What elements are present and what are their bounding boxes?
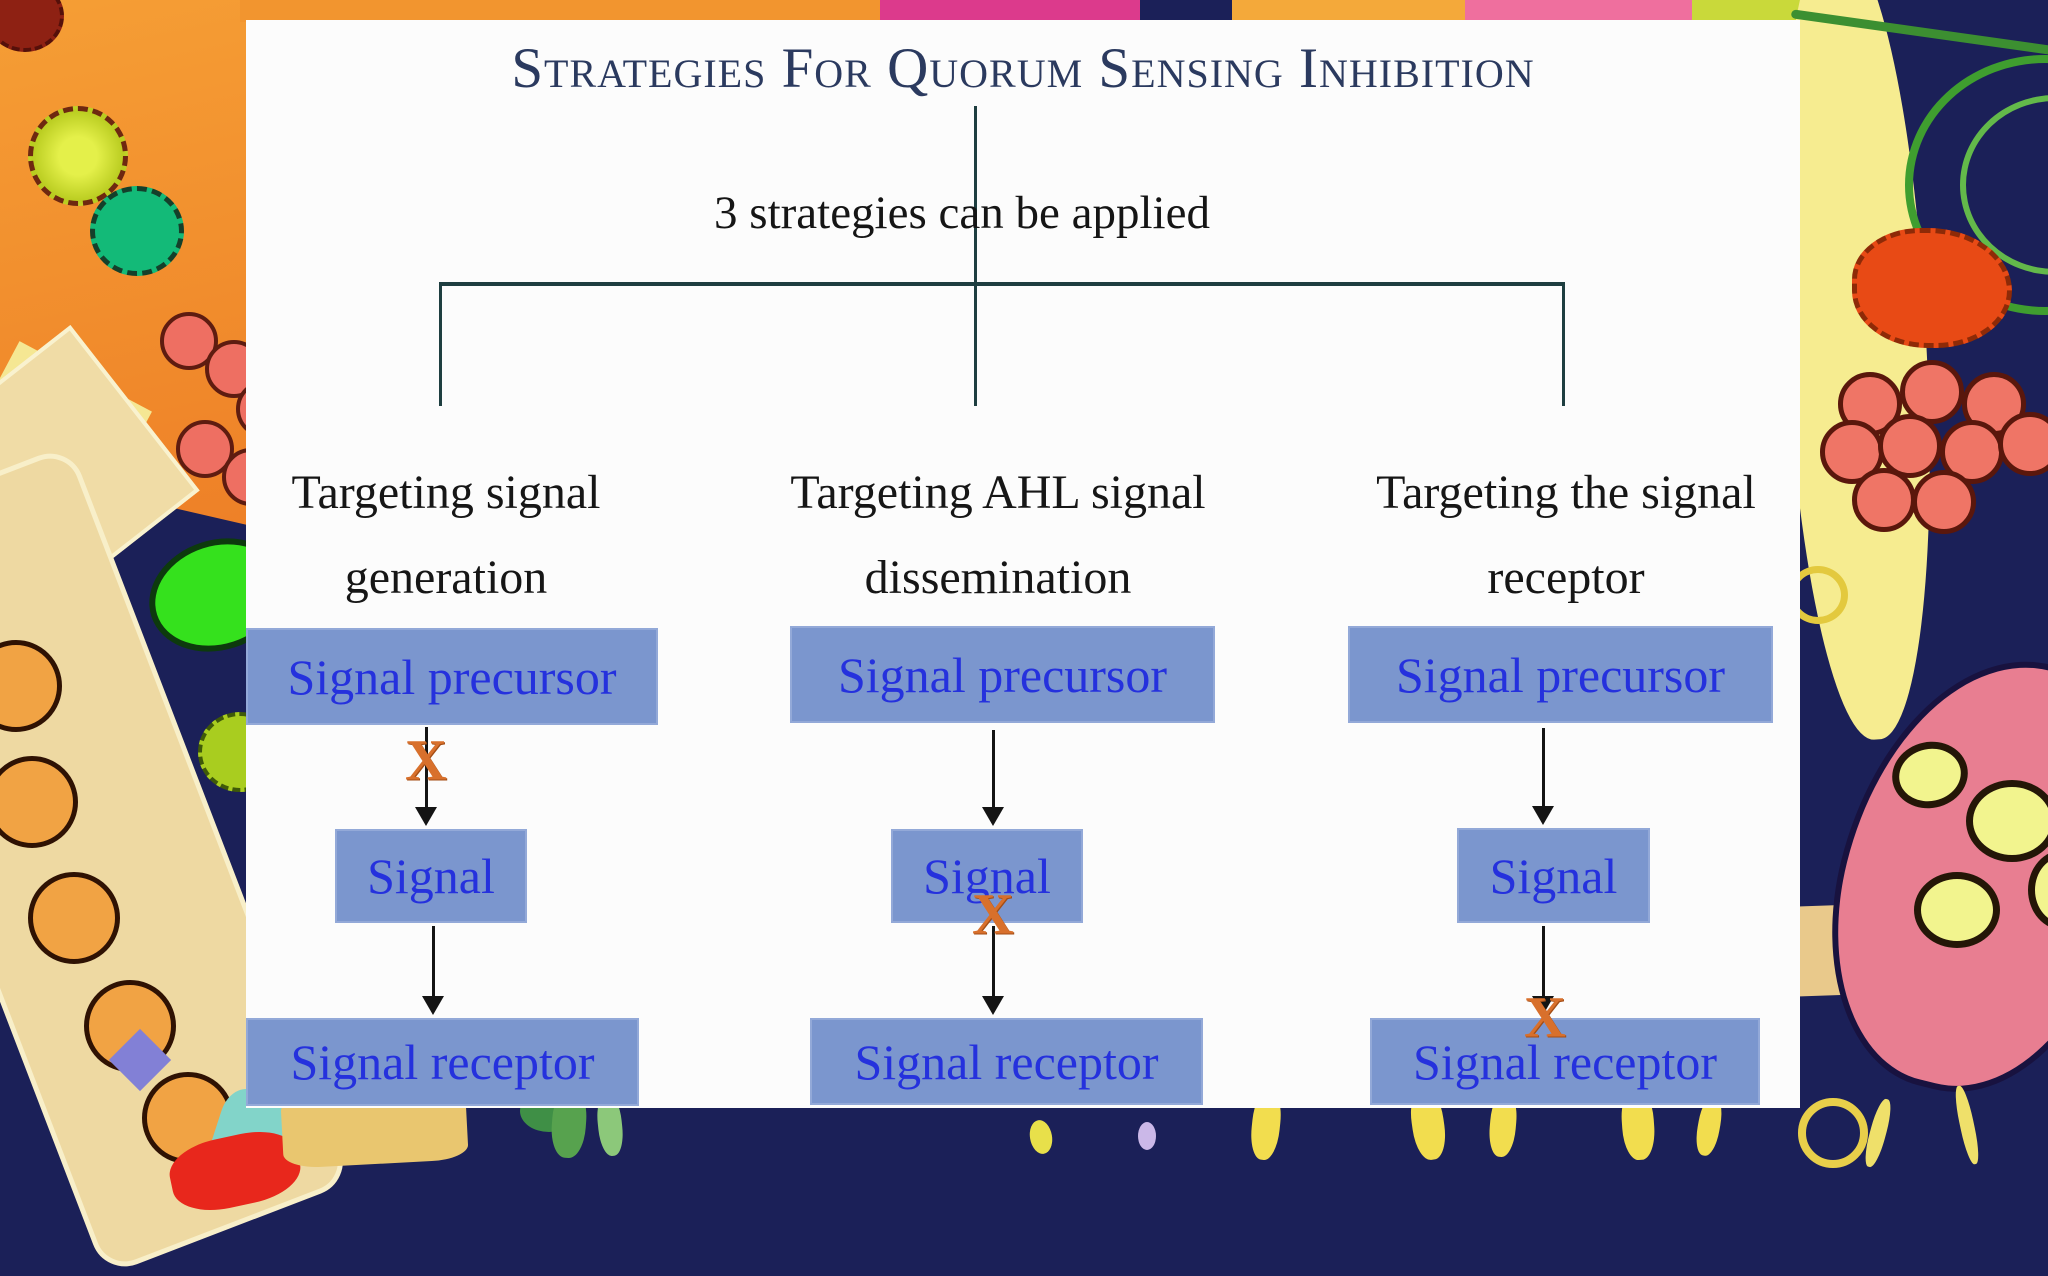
signal-precursor-box-3: Signal precursor	[1348, 626, 1773, 723]
strategy-heading-2: Targeting AHL signal dissemination	[753, 450, 1243, 620]
tree-right-drop-line	[1562, 282, 1565, 406]
down-arrow	[1530, 926, 1556, 1015]
orangered-fuzzy-microbe	[1852, 228, 2012, 348]
inhibition-x-marker-3: X	[1524, 984, 1566, 1050]
heading-line: Targeting the signal	[1376, 466, 1756, 519]
coccus-cluster	[1998, 412, 2048, 476]
down-arrow	[1530, 728, 1556, 825]
tree-stem-line	[974, 106, 977, 406]
tree-left-drop-line	[439, 282, 442, 406]
signal-receptor-box-1: Signal receptor	[246, 1018, 639, 1106]
top-band-magenta	[880, 0, 1140, 22]
orange-coccus-chain	[28, 872, 120, 964]
lavender-dot	[1138, 1122, 1156, 1150]
top-band-pink	[1465, 0, 1695, 22]
coccus-cluster	[1852, 468, 1916, 532]
coccus-cluster	[1878, 414, 1942, 478]
signal-precursor-box-2: Signal precursor	[790, 626, 1215, 723]
yellow-vacuole	[1966, 780, 2048, 862]
signal-precursor-box-1: Signal precursor	[246, 628, 658, 725]
signal-box-3: Signal	[1457, 828, 1650, 923]
inhibition-x-marker-1: X	[405, 727, 447, 793]
top-band-amber	[1232, 0, 1467, 22]
strategy-heading-3: Targeting the signal receptor	[1336, 450, 1796, 620]
yellow-ring	[1798, 1098, 1868, 1168]
signal-box-1: Signal	[335, 829, 527, 923]
yellow-flagellum	[1951, 1084, 1983, 1166]
page-title: Strategies For Quorum Sensing Inhibition	[511, 37, 1535, 100]
top-band-yellowgreen	[1692, 0, 1804, 22]
spiky-microbe	[28, 106, 128, 206]
down-arrow	[980, 926, 1006, 1015]
signal-receptor-box-2: Signal receptor	[810, 1018, 1203, 1105]
tree-horizontal-line	[439, 282, 1565, 286]
yellow-dot	[1027, 1118, 1055, 1156]
strategy-heading-1: Targeting signal generation	[246, 450, 646, 620]
pink-protozoan	[1793, 627, 2048, 1123]
coccus-cluster	[1912, 470, 1976, 534]
signal-receptor-box-3: Signal receptor	[1370, 1018, 1760, 1105]
yellow-vacuole	[1914, 872, 2000, 948]
heading-line: Targeting signal	[291, 466, 601, 519]
slide-panel: Strategies For Quorum Sensing Inhibition…	[246, 20, 1800, 1108]
top-band-orange	[240, 0, 900, 22]
heading-line: Targeting AHL signal	[790, 466, 1206, 519]
signal-box-2: Signal	[891, 829, 1083, 923]
teal-microbe	[90, 186, 184, 276]
heading-line: receptor	[1487, 551, 1645, 604]
subtitle: 3 strategies can be applied	[714, 187, 1210, 239]
inhibition-x-marker-2: X	[972, 881, 1014, 947]
coccus-cluster	[1900, 360, 1964, 424]
heading-line: dissemination	[864, 551, 1132, 604]
orange-coccus-chain	[0, 756, 78, 848]
down-arrow	[413, 727, 439, 826]
down-arrow	[980, 730, 1006, 826]
heading-line: generation	[344, 551, 548, 604]
down-arrow	[420, 926, 446, 1015]
